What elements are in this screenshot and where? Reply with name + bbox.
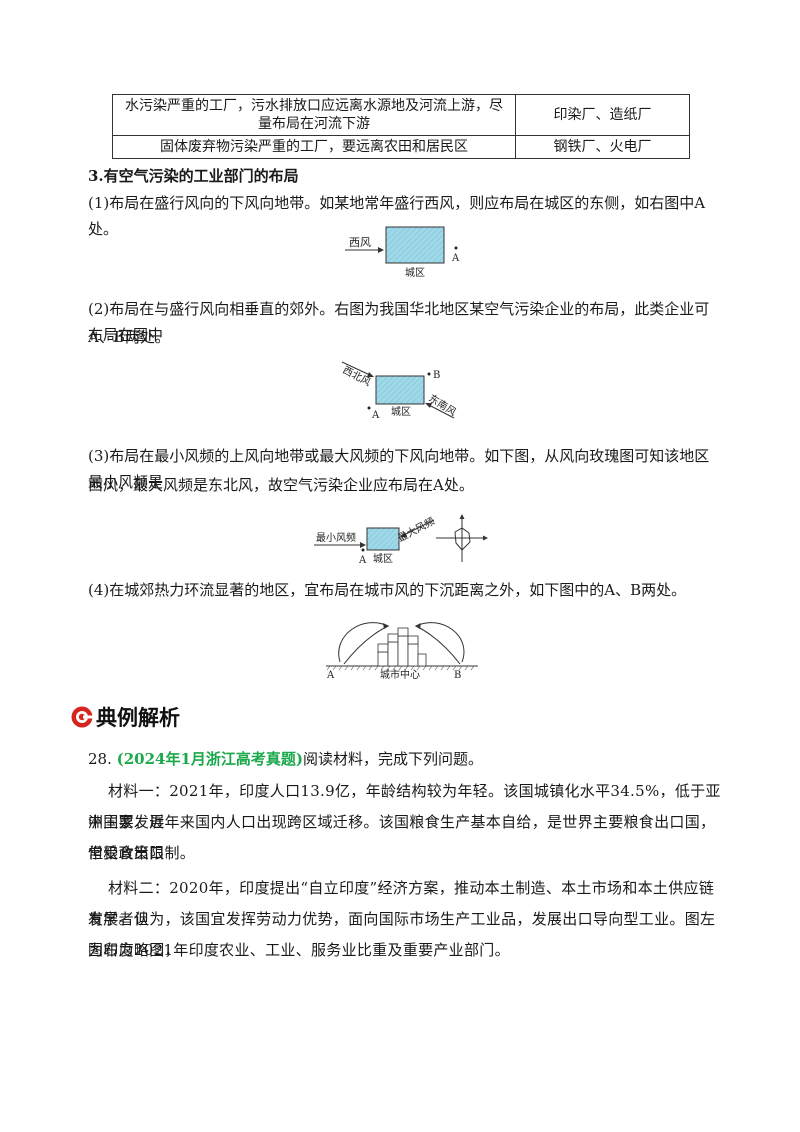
se-wind-arrow xyxy=(426,403,455,419)
max-wind-label: 最大风频 xyxy=(395,514,436,544)
city-label: 城区 xyxy=(373,553,393,565)
wind-rose-icon xyxy=(436,514,488,562)
point-a-label: A xyxy=(326,670,335,681)
city-label: 城区 xyxy=(405,267,425,279)
material-1-line3: 常受政策限制。 xyxy=(88,844,196,862)
example-section-header: 典例解析 xyxy=(70,700,180,734)
paragraph-3-line1: (3)布局在最小风频的上风向地带或最大风频的下风向地带。如下图，从风向玫瑰图可知… xyxy=(88,447,710,491)
question-text: 阅读材料，完成下列问题。 xyxy=(303,750,484,768)
table-cell-examples: 印染厂、造纸厂 xyxy=(515,94,690,136)
material-2-line3: 图右为2021年印度农业、工业、服务业比重及重要产业部门。 xyxy=(88,941,510,959)
figure-nw-se-wind: 西北风 东南风 城区 A B xyxy=(341,361,459,421)
material-2-line1: 材料二：2020年，印度提出“自立印度”经济方案，推动本土制造、本土市场和本土供… xyxy=(88,879,715,928)
paragraph-1: (1)布局在盛行风向的下风向地带。如某地常年盛行西风，则应布局在城区的东侧，如右… xyxy=(88,194,706,238)
target-icon xyxy=(70,705,94,729)
material-1-line2: 中国家，近年来国内人口出现跨区域迁移。该国粮食生产基本自给，是世界主要粮食出口国… xyxy=(88,813,716,862)
se-wind-label: 东南风 xyxy=(426,392,458,419)
table-cell-examples: 钢铁厂、火电厂 xyxy=(515,135,690,159)
section-heading: 3.有空气污染的工业部门的布局 xyxy=(88,167,299,185)
section-title: 典例解析 xyxy=(96,706,180,730)
point-a-dot xyxy=(454,246,458,250)
question-source: (2024年1月浙江高考真题) xyxy=(116,750,304,768)
paragraph-3-line2: 西风，最大风频是东北风，故空气污染企业应布局在A处。 xyxy=(88,476,474,494)
point-a-dot xyxy=(367,406,371,410)
paragraph-2-line2: A、B两处。 xyxy=(88,328,170,346)
nw-wind-arrow xyxy=(341,361,373,377)
city-block xyxy=(366,527,400,551)
table-row: 水污染严重的工厂，污水排放口应远离水源地及河流上游，尽量布局在河流下游 印染厂、… xyxy=(112,94,690,136)
city-buildings xyxy=(377,627,427,667)
figure-west-wind: 西风 城区 A xyxy=(345,226,460,279)
material-2-line2: 有学者认为，该国宜发挥劳动力优势，面向国际市场生产工业品，发展出口导向型工业。图… xyxy=(88,910,716,959)
wind-label: 西风 xyxy=(349,236,371,249)
city-label: 城区 xyxy=(391,406,411,418)
point-a-label: A xyxy=(358,555,367,566)
figure-wind-frequency: 最小风频 最大风频 城区 A xyxy=(314,514,488,566)
point-b-label: B xyxy=(454,670,461,681)
paragraph-4: (4)在城郊热力环流显著的地区，宜布局在城市风的下沉距离之外，如下图中的A、B两… xyxy=(88,581,687,599)
point-b-dot xyxy=(427,372,431,376)
table-cell-desc: 固体废弃物污染严重的工厂，要远离农田和居民区 xyxy=(112,135,516,159)
question-line: 28. (2024年1月浙江高考真题)阅读材料，完成下列问题。 xyxy=(88,748,483,769)
city-block xyxy=(375,375,425,405)
city-block xyxy=(385,226,445,264)
min-wind-label: 最小风频 xyxy=(316,531,356,544)
max-wind-arrow xyxy=(401,519,435,537)
figure-heat-island: A 城市中心 B xyxy=(326,622,478,681)
material-1-line1: 材料一：2021年，印度人口13.9亿，年龄结构较为年轻。该国城镇化水平34.5… xyxy=(88,782,721,831)
point-b-label: B xyxy=(433,370,440,381)
point-a-dot xyxy=(361,548,365,552)
table-cell-desc: 水污染严重的工厂，污水排放口应远离水源地及河流上游，尽量布局在河流下游 xyxy=(112,94,516,136)
nw-wind-label: 西北风 xyxy=(341,364,373,389)
table-row: 固体废弃物污染严重的工厂，要远离农田和居民区 钢铁厂、火电厂 xyxy=(112,135,690,159)
point-a-label: A xyxy=(371,410,380,421)
question-number: 28. xyxy=(88,750,112,768)
point-a-label: A xyxy=(451,253,460,264)
city-center-label: 城市中心 xyxy=(380,668,420,681)
pollution-table: 水污染严重的工厂，污水排放口应远离水源地及河流上游，尽量布局在河流下游 印染厂、… xyxy=(112,94,690,159)
paragraph-2-line1: (2)布局在与盛行风向相垂直的郊外。右图为我国华北地区某空气污染企业的布局，此类… xyxy=(88,300,710,344)
